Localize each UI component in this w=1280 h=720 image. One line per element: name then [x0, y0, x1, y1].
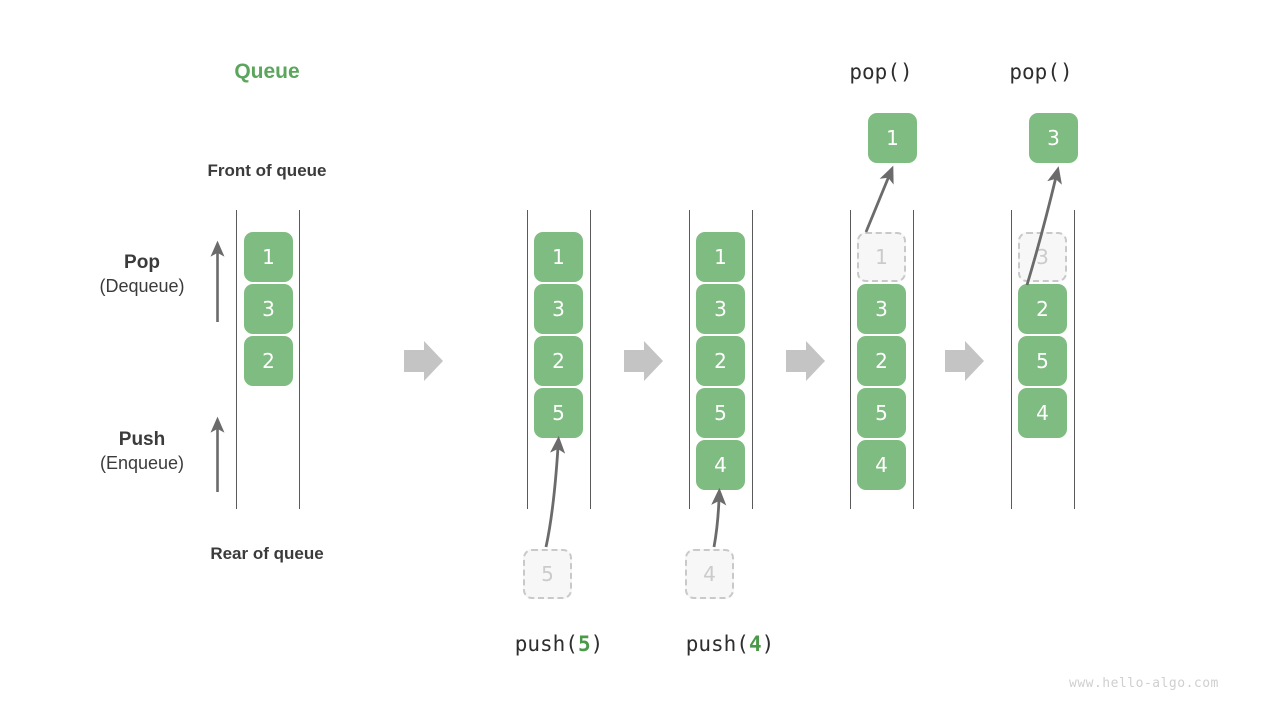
- push-operation-label: Push (Enqueue): [52, 428, 232, 474]
- front-of-queue-label: Front of queue: [207, 161, 327, 180]
- push-label-main: Push: [118, 429, 166, 450]
- queue-cell: 2: [696, 336, 745, 386]
- caption-push-5-value: 5: [577, 632, 591, 656]
- queue-cell: 3: [696, 284, 745, 334]
- queue-cell: 1: [696, 232, 745, 282]
- step-arrow-1: [404, 341, 443, 381]
- queue-cell: 1: [857, 232, 906, 282]
- queue-cell: 3: [244, 284, 293, 334]
- queue-cell: 2: [1018, 284, 1067, 334]
- queue-cell: 5: [1018, 336, 1067, 386]
- queue-cell: 3: [857, 284, 906, 334]
- top-label-pop-1: pop(): [849, 60, 913, 84]
- caption-push-5-suffix: ): [590, 632, 604, 656]
- queue-rail-right: [1074, 210, 1075, 509]
- queue-rail-left: [1011, 210, 1012, 509]
- queue-rail-right: [913, 210, 914, 509]
- popped-element: 3: [1029, 113, 1078, 163]
- popped-element: 1: [868, 113, 917, 163]
- queue-cell: 3: [534, 284, 583, 334]
- caption-push-4: push(4): [655, 632, 805, 656]
- queue-rail-left: [236, 210, 237, 509]
- caption-push-4-value: 4: [748, 632, 762, 656]
- caption-push-5: push(5): [484, 632, 634, 656]
- queue-cell: 5: [534, 388, 583, 438]
- rear-of-queue-label: Rear of queue: [210, 544, 324, 563]
- queue-cell: 2: [534, 336, 583, 386]
- top-label-pop-3: pop(): [1009, 60, 1073, 84]
- queue-cell: 4: [857, 440, 906, 490]
- incoming-element: 4: [685, 549, 734, 599]
- queue-rail-right: [752, 210, 753, 509]
- step-arrow-2: [624, 341, 663, 381]
- caption-push-4-suffix: ): [761, 632, 775, 656]
- caption-push-5-prefix: push(: [514, 632, 578, 656]
- caption-push-4-prefix: push(: [685, 632, 749, 656]
- push-label-sub: (Enqueue): [99, 452, 185, 473]
- step-arrow-3: [786, 341, 825, 381]
- page-title: Queue: [234, 60, 300, 83]
- queue-cell: 1: [534, 232, 583, 282]
- queue-rail-left: [850, 210, 851, 509]
- pop-operation-label: Pop (Dequeue): [52, 251, 232, 297]
- queue-cell: 2: [244, 336, 293, 386]
- pop-label-sub: (Dequeue): [99, 275, 185, 296]
- queue-cell: 1: [244, 232, 293, 282]
- incoming-element: 5: [523, 549, 572, 599]
- queue-cell: 5: [857, 388, 906, 438]
- watermark: www.hello-algo.com: [1069, 676, 1219, 691]
- queue-rail-right: [299, 210, 300, 509]
- pop-1-arrow: [864, 165, 894, 233]
- queue-cell: 3: [1018, 232, 1067, 282]
- queue-rail-right: [590, 210, 591, 509]
- queue-cell: 5: [696, 388, 745, 438]
- queue-rail-left: [689, 210, 690, 509]
- step-arrow-4: [945, 341, 984, 381]
- queue-cell: 4: [696, 440, 745, 490]
- push-5-arrow: [544, 435, 566, 548]
- queue-cell: 4: [1018, 388, 1067, 438]
- pop-label-main: Pop: [124, 252, 160, 273]
- queue-rail-left: [527, 210, 528, 509]
- queue-cell: 2: [857, 336, 906, 386]
- push-4-arrow: [711, 487, 727, 548]
